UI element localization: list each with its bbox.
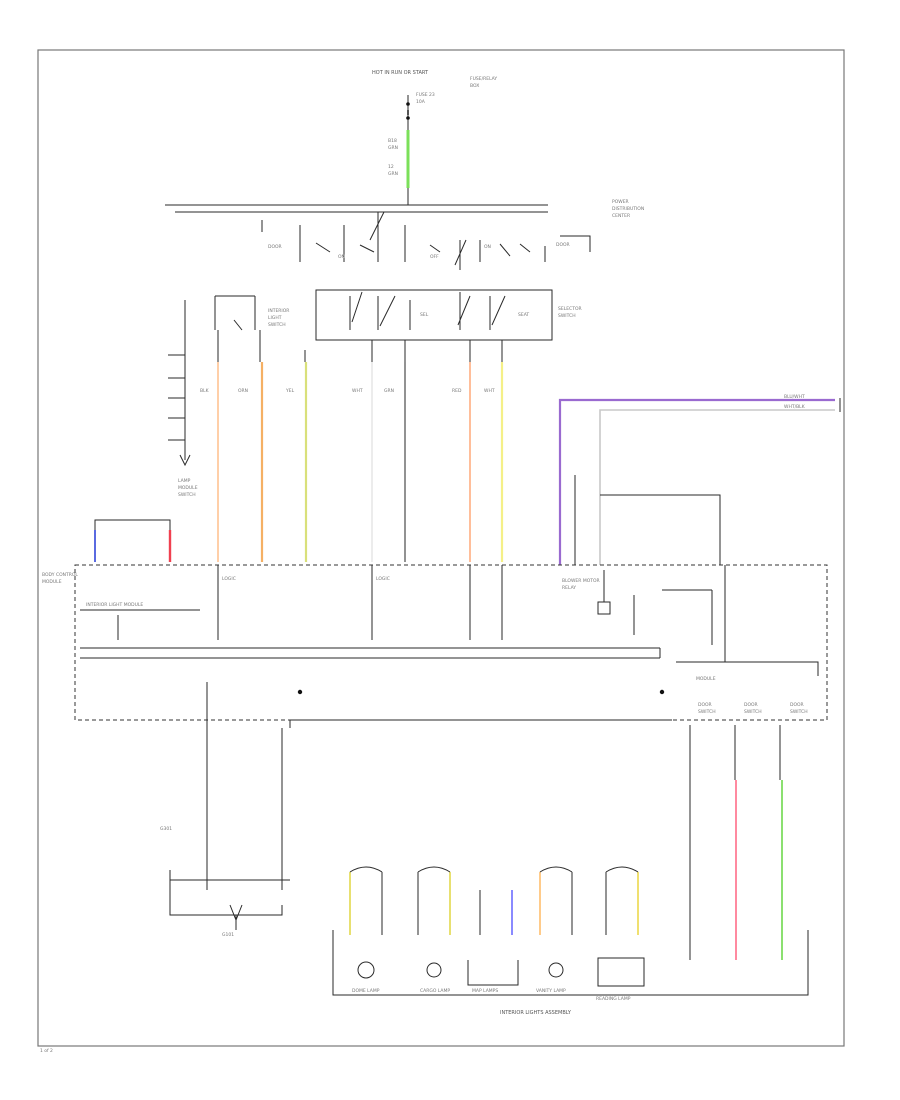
- label: CARGO LAMP: [420, 988, 450, 994]
- label: CENTER: [612, 213, 630, 219]
- label: SWITCH: [558, 313, 576, 319]
- label: DOOR: [556, 242, 570, 248]
- label: OFF: [430, 254, 439, 260]
- power-feed: [406, 95, 410, 190]
- wire-bundle-right: [558, 398, 841, 565]
- label: DOOR: [698, 702, 712, 708]
- label: INTERIOR LIGHT MODULE: [86, 602, 143, 608]
- label: VANITY LAMP: [536, 988, 566, 994]
- label: SEL: [420, 312, 429, 318]
- label: ON: [484, 244, 491, 250]
- lamp-assembly: [332, 866, 809, 996]
- label: LIGHT: [268, 315, 282, 321]
- label: BOX: [470, 83, 479, 89]
- label: DISTRIBUTION: [612, 206, 644, 212]
- label: LAMP: [178, 478, 191, 484]
- label: RED: [452, 388, 462, 394]
- label: WHT: [484, 388, 495, 394]
- label: 12: [388, 164, 394, 170]
- label: HOT IN RUN OR START: [372, 70, 429, 76]
- label: DOME LAMP: [352, 988, 380, 994]
- interior-light-switch: [168, 295, 256, 467]
- label: SWITCH: [698, 709, 716, 715]
- label: SWITCH: [178, 492, 196, 498]
- label: ON: [338, 254, 345, 260]
- diagram-border: [37, 49, 845, 1047]
- label: RELAY: [562, 585, 576, 591]
- page-number: 1 of 2: [40, 1048, 53, 1054]
- rear-connector: [94, 519, 172, 562]
- diagram-labels: HOT IN RUN OR START FUSE/RELAY BOX FUSE …: [40, 70, 808, 1054]
- label: INTERIOR: [268, 308, 289, 314]
- switch-panel: [165, 190, 591, 270]
- label: INTERIOR LIGHTS ASSEMBLY: [500, 1010, 572, 1016]
- label: BLU/WHT: [784, 394, 805, 400]
- selector-switch: [315, 289, 553, 341]
- label: ORN: [238, 388, 248, 394]
- label: BLK: [200, 388, 210, 394]
- label: MODULE: [178, 485, 198, 491]
- label: MODULE: [42, 579, 62, 585]
- label: WHT/BLK: [784, 404, 806, 410]
- label: FUSE/RELAY: [470, 76, 497, 82]
- label: MODULE: [696, 676, 716, 682]
- label: SELECTOR: [558, 306, 582, 312]
- body-control-module: [74, 564, 828, 721]
- label: B18: [388, 138, 397, 144]
- ground-wiring-left: [169, 682, 672, 930]
- label: SWITCH: [268, 322, 286, 328]
- label: GRN: [388, 171, 398, 177]
- label: FUSE 23: [416, 92, 435, 98]
- label: BLOWER MOTOR: [562, 578, 600, 584]
- label: DOOR: [790, 702, 804, 708]
- wire-bundle-middle: [217, 330, 504, 562]
- label: LOGIC: [222, 576, 236, 582]
- label: G101: [222, 932, 234, 938]
- label: GRN: [384, 388, 394, 394]
- label: DOOR: [268, 244, 282, 250]
- label: SWITCH: [744, 709, 762, 715]
- label: POWER: [612, 199, 629, 205]
- label: READING LAMP: [596, 996, 631, 1002]
- label: SEAT: [518, 312, 529, 318]
- label: YEL: [285, 388, 295, 394]
- label: G301: [160, 826, 172, 832]
- door-switch-wiring: [689, 725, 783, 960]
- label: GRN: [388, 145, 398, 151]
- label: MAP LAMPS: [472, 988, 498, 994]
- label: SWITCH: [790, 709, 808, 715]
- label: WHT: [352, 388, 363, 394]
- label: BODY CONTROL: [42, 572, 78, 578]
- label: DOOR: [744, 702, 758, 708]
- label: 10A: [416, 99, 426, 105]
- label: LOGIC: [376, 576, 390, 582]
